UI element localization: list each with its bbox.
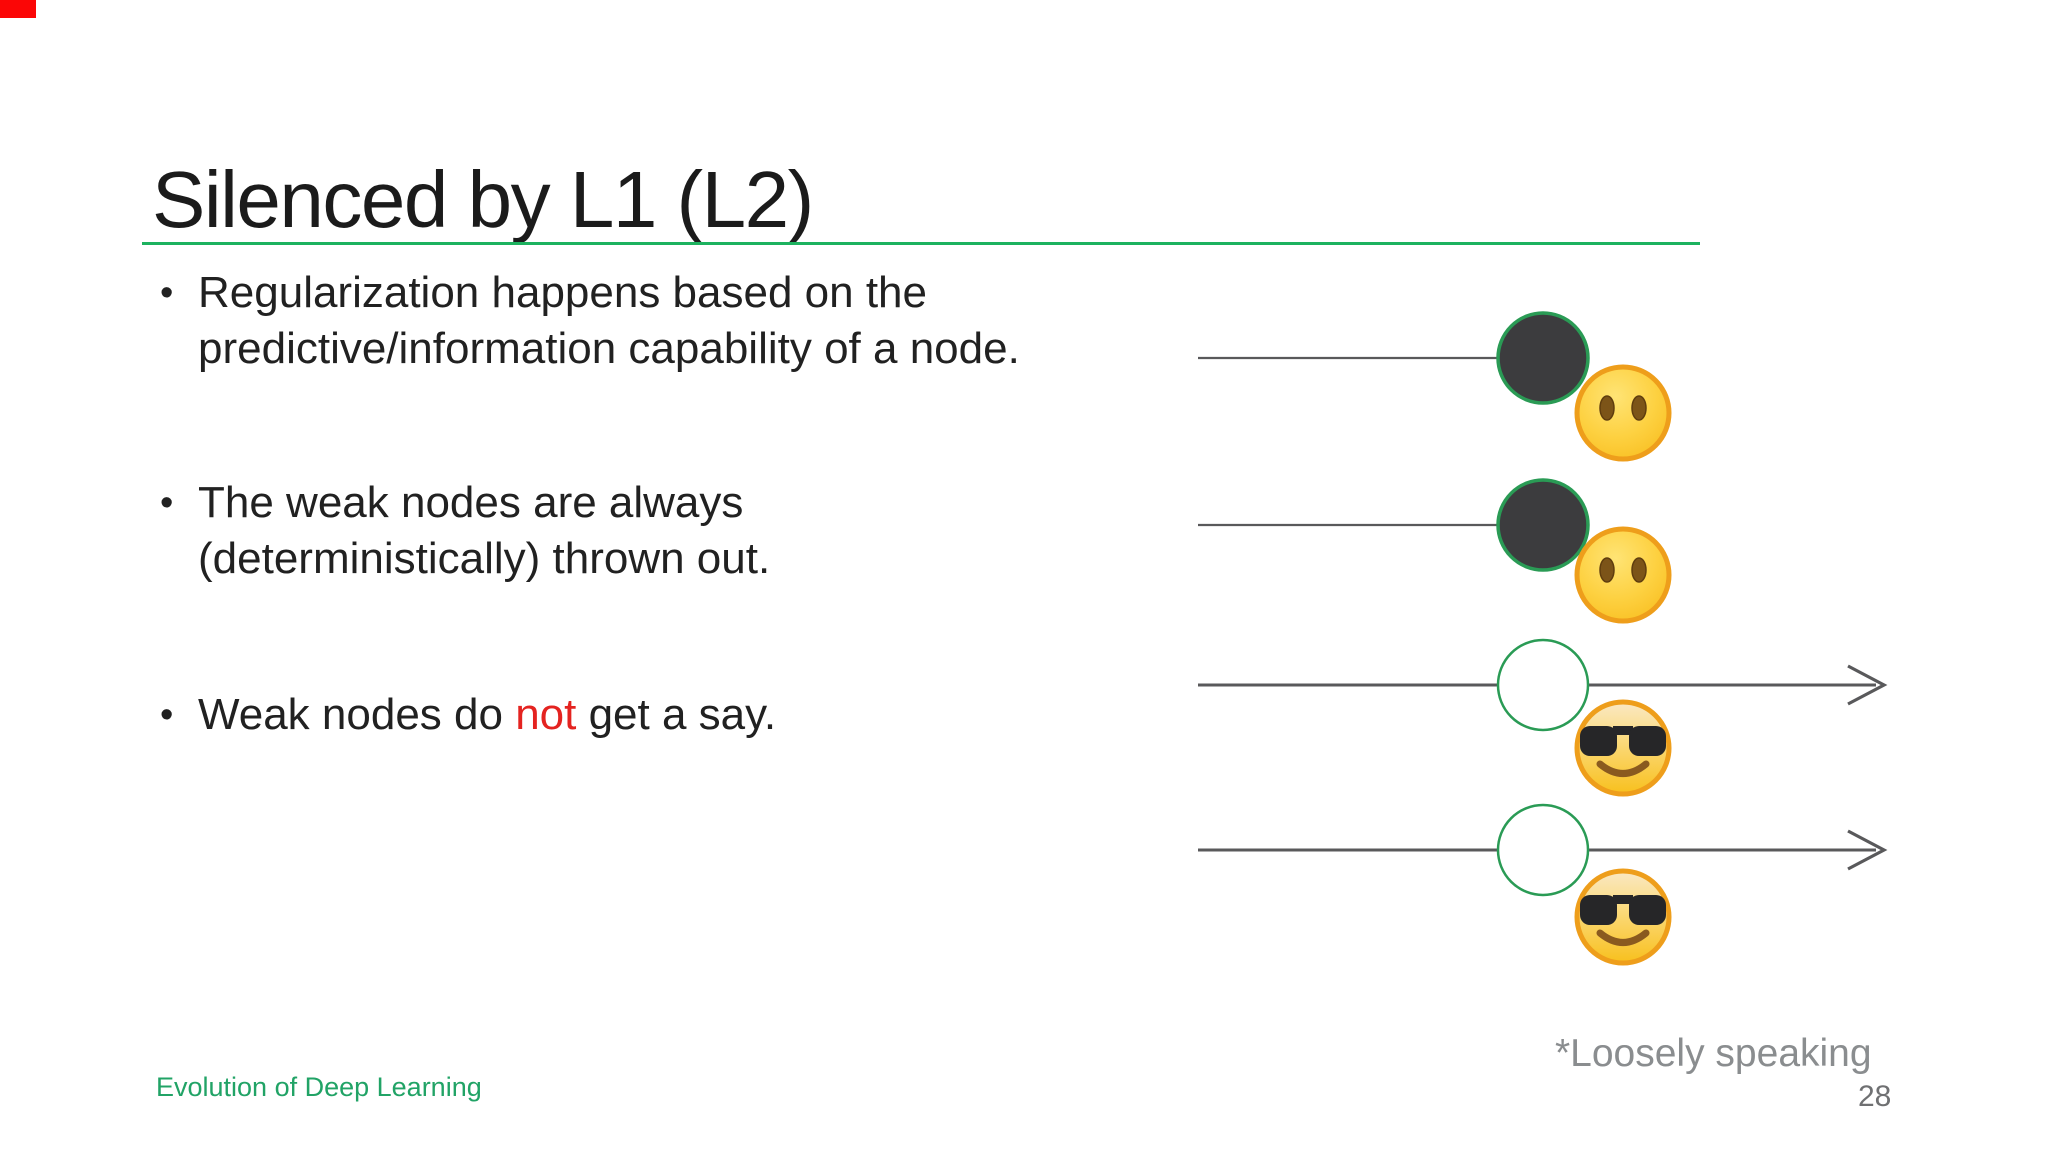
footnote-loosely-speaking: *Loosely speaking xyxy=(1555,1032,1872,1075)
bullet-list: • Regularization happens based on the pr… xyxy=(158,265,1038,743)
silenced-node-circle xyxy=(1496,478,1590,572)
arrowhead xyxy=(1847,829,1888,871)
diagram-row-3 xyxy=(1198,638,1888,794)
bullet-text-pre: Weak nodes do xyxy=(198,690,516,739)
deck-title-footer: Evolution of Deep Learning xyxy=(156,1072,482,1102)
nodes-diagram xyxy=(1198,311,1888,970)
page-number: 28 xyxy=(1858,1080,1892,1113)
face-without-mouth-emoji xyxy=(1577,367,1669,459)
active-node-circle xyxy=(1496,803,1590,897)
diagram-row-2 xyxy=(1198,478,1669,621)
smiling-face-with-sunglasses-emoji xyxy=(1577,871,1669,963)
bullet-text-post: get a say. xyxy=(576,690,777,739)
diagram-row-4 xyxy=(1198,803,1888,963)
smiling-face-with-sunglasses-emoji xyxy=(1577,702,1669,794)
bullet-highlight-not: not xyxy=(515,690,577,739)
title-divider-line xyxy=(142,242,1700,245)
bullet-item-weak-nodes: • The weak nodes are always (determinist… xyxy=(158,475,1038,587)
face-without-mouth-emoji xyxy=(1577,529,1669,621)
diagram-row-1 xyxy=(1198,311,1669,459)
arrowhead xyxy=(1847,664,1888,706)
bullet-marker: • xyxy=(160,272,174,314)
silenced-node-circle xyxy=(1496,311,1590,405)
bullet-item-no-say: • Weak nodes do not get a say. xyxy=(158,687,1038,743)
bullet-marker: • xyxy=(160,482,174,524)
slide-title: Silenced by L1 (L2) xyxy=(152,154,814,244)
bullet-text: The weak nodes are always (deterministic… xyxy=(198,478,771,583)
red-corner-artifact xyxy=(0,0,36,18)
bullet-marker: • xyxy=(160,694,174,736)
bullet-item-regularization: • Regularization happens based on the pr… xyxy=(158,265,1038,377)
bullet-text: Regularization happens based on the pred… xyxy=(198,268,1020,373)
active-node-circle xyxy=(1496,638,1590,732)
